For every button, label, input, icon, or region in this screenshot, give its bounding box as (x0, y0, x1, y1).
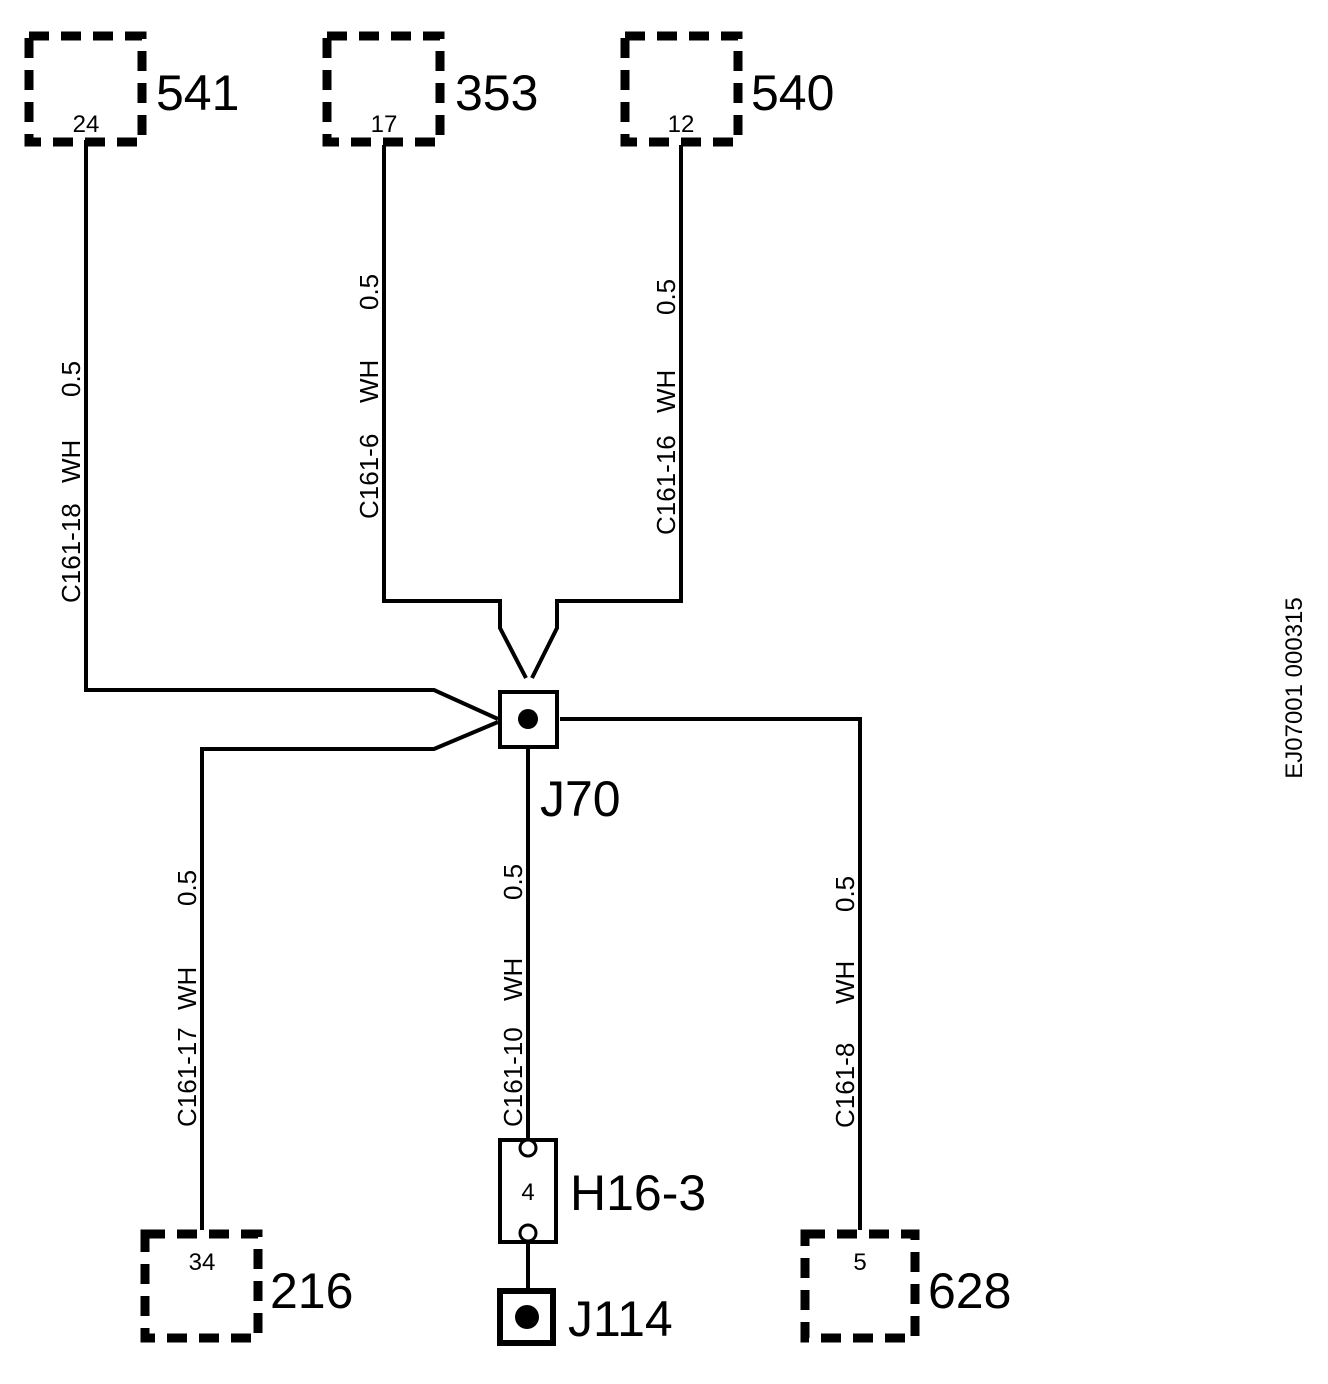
inline-connector-pin: 4 (521, 1179, 534, 1206)
splice-j70-box (498, 690, 559, 749)
splice-j70-label: J70 (540, 771, 621, 827)
connector-540-label: 540 (751, 65, 834, 121)
wire-label-c161-17: C161-17 WH 0.5 (172, 870, 202, 1127)
inline-connector-label: H16-3 (570, 1165, 706, 1221)
wire-label-c161-10: C161-10 WH 0.5 (498, 864, 528, 1127)
inline-connector-h16-3[interactable]: 4 H16-3 (498, 1138, 706, 1244)
ground-j114-label: J114 (568, 1291, 673, 1347)
connector-628-pin: 5 (853, 1249, 866, 1276)
connector-628-label: 628 (928, 1263, 1011, 1319)
wire-label-c161-6-color: WH (354, 360, 384, 403)
connector-540-pin: 12 (668, 111, 695, 138)
wire-label-c161-6-circuit: C161-6 (354, 434, 384, 519)
connector-216-pin: 34 (189, 1249, 216, 1276)
wire-c161-6 (382, 145, 528, 679)
wire-label-c161-10-color: WH (498, 958, 528, 1001)
connector-541-label: 541 (156, 65, 239, 121)
figure-code: EJ07001 000315 (1281, 597, 1308, 779)
wire-label-c161-18: C161-18 WH 0.5 (56, 361, 86, 603)
connector-540[interactable]: 12 540 (620, 31, 834, 147)
inline-pin-bottom (518, 1223, 538, 1243)
wire-label-c161-16-color: WH (651, 370, 681, 413)
wire-label-c161-17-circuit: C161-17 (172, 1027, 202, 1127)
connector-628-outline (800, 1229, 920, 1343)
wire-label-c161-16: C161-16 WH 0.5 (651, 279, 681, 535)
ground-j114[interactable]: J114 (497, 1288, 673, 1347)
connector-353[interactable]: 17 353 (322, 31, 538, 147)
wire-label-c161-18-color: WH (56, 440, 86, 483)
wire-label-c161-18-size: 0.5 (56, 361, 86, 397)
connector-353-outline (322, 31, 445, 147)
wire-label-c161-8-color: WH (830, 961, 860, 1004)
wire-label-c161-8-size: 0.5 (830, 876, 860, 912)
wire-label-c161-16-size: 0.5 (651, 279, 681, 315)
wire-c161-18 (84, 145, 499, 721)
ground-j114-box (497, 1288, 556, 1346)
connector-216[interactable]: 34 216 (140, 1229, 353, 1343)
wire-label-c161-18-circuit: C161-18 (56, 503, 86, 603)
connector-216-label: 216 (270, 1263, 353, 1319)
connector-628[interactable]: 5 628 (800, 1229, 1011, 1343)
wire-label-c161-10-size: 0.5 (498, 864, 528, 900)
wire-c161-17 (200, 720, 499, 1230)
connector-216-outline (140, 1229, 263, 1343)
wire-label-c161-17-color: WH (172, 967, 202, 1010)
ground-j114-node (515, 1305, 539, 1329)
connector-541[interactable]: 24 541 (24, 31, 239, 148)
connector-540-outline (620, 31, 743, 147)
wire-label-c161-8: C161-8 WH 0.5 (830, 876, 860, 1128)
wire-label-c161-16-circuit: C161-16 (651, 435, 681, 535)
connector-353-label: 353 (455, 65, 538, 121)
wire-c161-16 (530, 145, 683, 679)
wire-label-c161-17-size: 0.5 (172, 870, 202, 906)
connector-541-pin: 24 (73, 111, 100, 138)
splice-j70[interactable]: J70 (498, 690, 621, 827)
wire-label-c161-8-circuit: C161-8 (830, 1043, 860, 1128)
wire-label-c161-6-size: 0.5 (354, 274, 384, 310)
wire-c161-8 (560, 717, 862, 1230)
inline-pin-top (518, 1138, 538, 1158)
splice-j70-node (518, 709, 538, 729)
wire-label-c161-10-circuit: C161-10 (498, 1027, 528, 1127)
connector-353-pin: 17 (371, 111, 398, 138)
wire-label-c161-6: C161-6 WH 0.5 (354, 274, 384, 519)
